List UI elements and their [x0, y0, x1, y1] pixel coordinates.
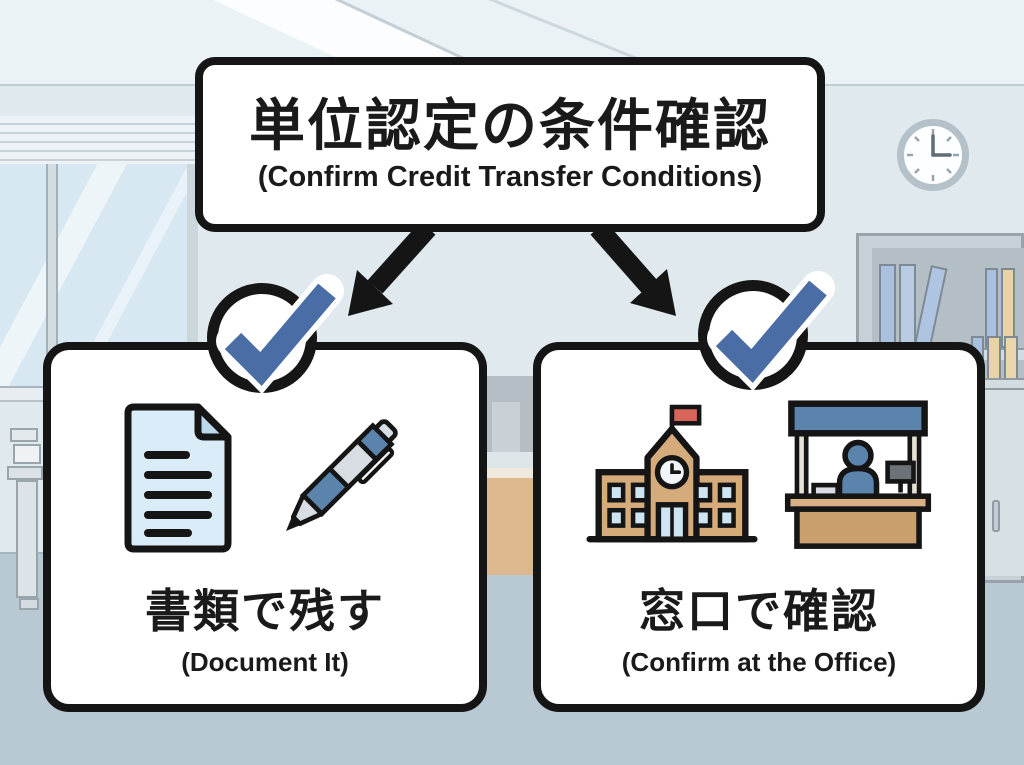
option-label-english: (Document It)	[181, 647, 349, 677]
option-card-office: 窓口で確認 (Confirm at the Office)	[533, 342, 985, 712]
arrow-left	[348, 221, 436, 316]
checkmark-icon	[698, 271, 835, 392]
title-japanese: 単位認定の条件確認	[249, 94, 771, 158]
document-icon	[124, 403, 232, 553]
arrow-right	[590, 221, 676, 316]
printer-foot	[19, 598, 39, 610]
icons-row	[586, 395, 932, 553]
service-counter-icon	[784, 400, 932, 549]
office-monitor	[492, 402, 520, 452]
icons-row	[116, 403, 414, 553]
printer-ledge	[7, 466, 43, 480]
title-english: (Confirm Credit Transfer Conditions)	[257, 160, 763, 193]
checkmark-icon	[207, 274, 344, 395]
title-card: 単位認定の条件確認 (Confirm Credit Transfer Condi…	[195, 57, 825, 232]
option-card-document: 書類で残す (Document It)	[43, 342, 487, 712]
wall-clock-icon	[897, 119, 969, 191]
school-building-icon	[586, 404, 758, 543]
pen-icon	[286, 419, 398, 531]
option-label-japanese: 書類で残す	[145, 585, 385, 637]
office-desk-edge	[452, 468, 568, 478]
printer	[0, 428, 60, 614]
printer-paper	[13, 444, 41, 464]
printer-tray	[10, 428, 38, 442]
option-label-japanese: 窓口で確認	[639, 585, 879, 637]
cabinet-handle	[992, 500, 1000, 532]
window-mullion	[46, 164, 58, 388]
option-label-english: (Confirm at the Office)	[621, 647, 897, 677]
printer-body	[16, 480, 38, 598]
